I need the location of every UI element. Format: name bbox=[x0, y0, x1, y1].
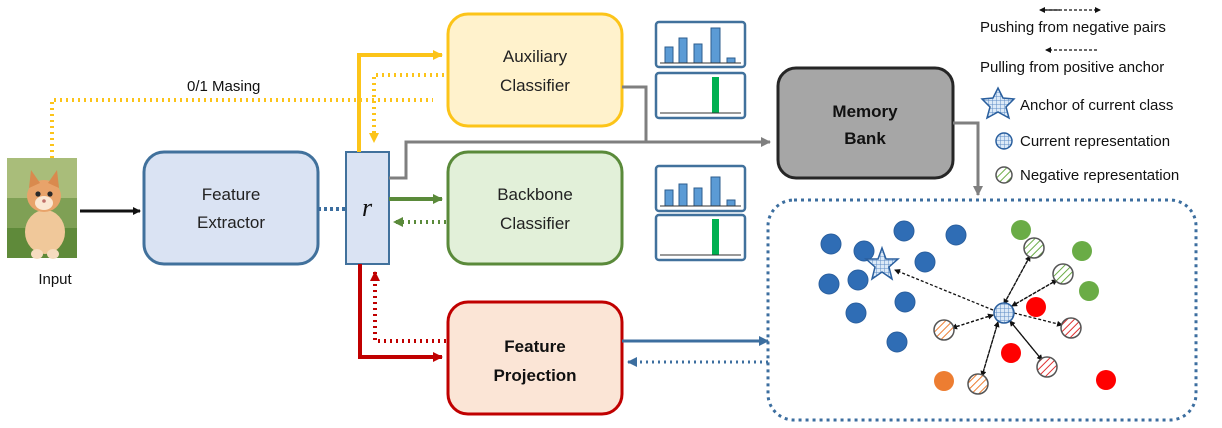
memory-bank-box: Memory Bank bbox=[776, 66, 955, 180]
input-label: Input bbox=[38, 271, 72, 288]
legend-negative-label: Negative representation bbox=[1020, 167, 1179, 184]
masking-label: 0/1 Masing bbox=[187, 78, 260, 95]
representation-box: r bbox=[345, 151, 390, 265]
same-class-points bbox=[818, 220, 967, 353]
input-image bbox=[7, 158, 77, 259]
feature-extractor-box: Feature Extractor bbox=[142, 150, 320, 266]
legend-anchor-label: Anchor of current class bbox=[1020, 97, 1173, 114]
current-representation-point bbox=[993, 302, 1015, 324]
representation-symbol: r bbox=[362, 193, 373, 222]
backbone-classifier-line1: Backbone bbox=[497, 185, 573, 204]
feature-extractor-line1: Feature bbox=[202, 185, 261, 204]
backbone-classifier-line2: Classifier bbox=[500, 214, 570, 233]
feature-projection-box: Feature Projection bbox=[446, 300, 624, 416]
auxiliary-score-histogram bbox=[654, 20, 747, 69]
backbone-label-histogram bbox=[654, 213, 747, 262]
legend-current-label: Current representation bbox=[1020, 133, 1170, 150]
legend-push-label: Pushing from negative pairs bbox=[980, 19, 1166, 36]
feature-projection-line1: Feature bbox=[504, 337, 565, 356]
legend-current-icon bbox=[995, 132, 1013, 150]
memory-bank-line2: Bank bbox=[844, 129, 886, 148]
auxiliary-classifier-box: Auxiliary Classifier bbox=[446, 12, 624, 128]
legend-negative-icon bbox=[995, 166, 1013, 184]
auxiliary-classifier-line1: Auxiliary bbox=[503, 47, 568, 66]
r-to-projection-arrow bbox=[358, 264, 443, 362]
embedding-arrows bbox=[894, 255, 1063, 377]
legend-anchor-icon bbox=[980, 86, 1016, 120]
feature-extractor-line2: Extractor bbox=[197, 213, 265, 232]
memory-bank-to-space-arrow bbox=[953, 121, 983, 196]
r-to-memory-bank-arrow bbox=[389, 137, 771, 180]
auxiliary-to-r-arrow bbox=[369, 73, 444, 143]
feature-projection-line2: Projection bbox=[493, 366, 576, 385]
memory-bank-line1: Memory bbox=[832, 102, 898, 121]
backbone-score-histogram bbox=[654, 164, 747, 213]
embedding-space-panel bbox=[766, 198, 1198, 422]
legend: Pushing from negative pairs Pulling from… bbox=[980, 7, 1179, 184]
r-to-auxiliary-arrow bbox=[357, 50, 443, 152]
auxiliary-to-memory-bank-line bbox=[622, 85, 648, 142]
projection-to-r-arrow bbox=[370, 271, 446, 343]
backbone-classifier-box: Backbone Classifier bbox=[446, 150, 624, 266]
other-class-points bbox=[934, 220, 1116, 391]
auxiliary-label-histogram bbox=[654, 71, 747, 120]
masking-path bbox=[50, 98, 433, 158]
negative-representation-points bbox=[933, 237, 1082, 395]
legend-pull-label: Pulling from positive anchor bbox=[980, 59, 1164, 76]
auxiliary-classifier-line2: Classifier bbox=[500, 76, 570, 95]
anchor-star bbox=[864, 245, 900, 281]
